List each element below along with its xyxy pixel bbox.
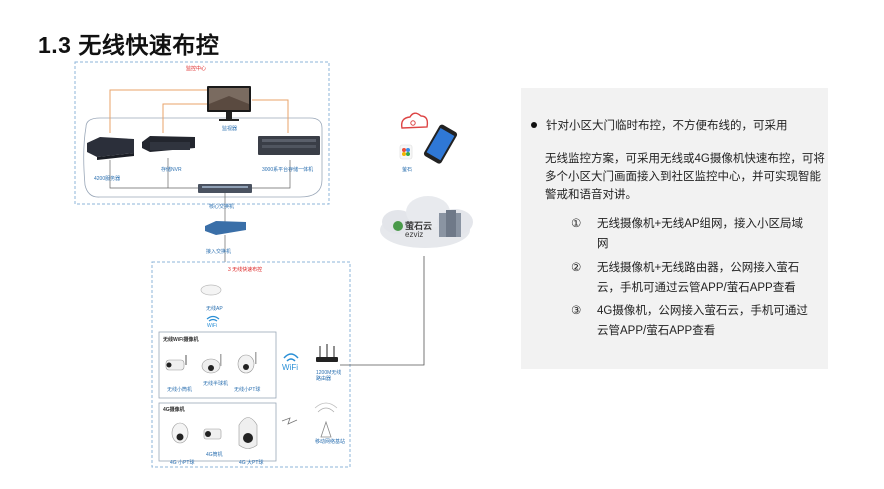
ezviz-logo-icon [393, 221, 403, 231]
list-item: ③ 4G摄像机，公网接入萤石云，手机可通过云管APP/萤石APP查看 [571, 301, 811, 341]
core-switch [198, 184, 252, 193]
monitor-center-box [74, 61, 330, 205]
wifi-cam-bullet-label: 无线小筒机 [167, 387, 193, 393]
list-item-text: 无线摄像机+无线AP组网，接入小区局域网 [597, 218, 804, 250]
cloud-sub-text: ezviz [405, 230, 424, 239]
tower-label: 移动网络基站 [315, 439, 346, 445]
g4-cam-ptz [171, 422, 189, 444]
wifi-large-icon [283, 353, 299, 359]
wifi-cam-dome-label: 无线半球机 [203, 381, 229, 387]
ezviz-app-icon [399, 144, 413, 160]
g4-group-title: 4G摄像机 [163, 407, 185, 413]
platform-label: 3000系平台存储一体机 [262, 167, 314, 173]
list-item-text: 无线摄像机+无线路由器，公网接入萤石云，手机可通过云管APP/萤石APP查看 [597, 262, 800, 294]
tower-icon [320, 420, 332, 438]
router-label: 1200M无线路由器 [316, 370, 342, 382]
list-item-text: 4G摄像机，公网接入萤石云，手机可通过云管APP/萤石APP查看 [597, 305, 808, 337]
list-item: ② 无线摄像机+无线路由器，公网接入萤石云，手机可通过云管APP/萤石APP查看 [571, 258, 811, 298]
wifi-cam-group-title: 无线WiFi摄像机 [163, 337, 199, 343]
monitor-base [219, 119, 239, 121]
bullet-dot-icon [531, 121, 537, 128]
ap-device [200, 284, 222, 296]
g4-bullet-label: 4G筒机 [206, 452, 223, 458]
cable-monitor-nvr [162, 103, 207, 133]
g4-group-box [158, 402, 277, 462]
link-platform-core [252, 160, 291, 189]
signal-zigzag-icon [281, 417, 298, 425]
bullet-text: 针对小区大门临时布控，不方便布线的，可采用 [546, 120, 788, 132]
monitor-center-title: 监控中心 [186, 66, 207, 72]
info-panel: 针对小区大门临时布控，不方便布线的，可采用 无线监控方案，可采用无线或4G摄像机… [521, 88, 828, 369]
wifi-cam-ptz-label: 无线小PT球 [234, 387, 261, 393]
ap-wifi-text: WiFi [207, 323, 217, 329]
ezviz-cloud-small-icon [400, 112, 429, 129]
nvr-label: 存储NVR [161, 167, 182, 173]
cable-monitor-platform [252, 99, 289, 133]
wifi-cam-group-box [158, 331, 277, 399]
access-switch [205, 221, 246, 235]
server-4200-label: 4200服务器 [94, 176, 121, 182]
g4-speed-dome-label: 4G 大PT球 [239, 460, 264, 466]
server-4200 [87, 137, 134, 157]
list-item-number: ② [571, 262, 582, 274]
bullet-line: 针对小区大门临时布控，不方便布线的，可采用 [531, 117, 788, 133]
phone-label: 萤石 [402, 167, 413, 173]
access-switch-label: 接入交换机 [206, 249, 232, 255]
wireless-section-title: 3 无线快速布控 [228, 267, 263, 273]
g4-ptz-label: 4G 小PT球 [170, 460, 195, 466]
ap-wifi-icon [206, 315, 220, 320]
monitor-road [209, 96, 249, 110]
router-device [316, 357, 338, 362]
page-title: 1.3 无线快速布控 [38, 32, 220, 58]
ap-label: 无线AP [206, 306, 223, 312]
phone-icon [423, 124, 458, 164]
monitor-label: 监视器 [222, 126, 238, 132]
device-area-outline [83, 117, 323, 198]
cloud-text: 萤石云 [405, 221, 433, 231]
link-router-cloud [340, 256, 425, 366]
monitor-stand [226, 112, 232, 119]
ezviz-cloud-icon [380, 196, 473, 248]
wireless-section-box [151, 261, 351, 468]
link-4200-core [109, 160, 198, 189]
core-switch-label: 核心交换机 [209, 204, 235, 210]
list-item: ① 无线摄像机+无线AP组网，接入小区局域网 [571, 214, 811, 254]
wifi-cam-bullet [165, 359, 185, 371]
list-item-number: ① [571, 218, 582, 230]
wifi-large-text: WiFi [282, 363, 298, 372]
list-item-number: ③ [571, 305, 582, 317]
description-paragraph: 无线监控方案，可采用无线或4G摄像机快速布控，可将多个小区大门画面接入到社区监控… [545, 153, 825, 201]
cable-monitor-4200 [109, 89, 207, 133]
